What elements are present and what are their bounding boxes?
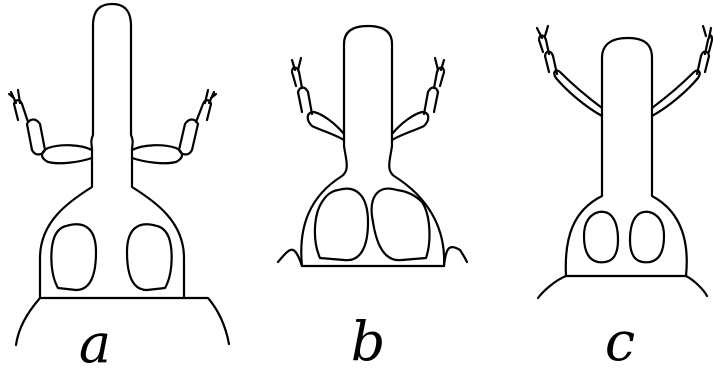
specimen-c-left-eye (584, 212, 618, 263)
specimen-b (278, 26, 467, 266)
specimen-b-left-eye (315, 189, 368, 261)
specimen-c-right-eye (630, 212, 664, 263)
specimen-b-head-and-rostrum-outline (301, 26, 444, 266)
figure-label-c: c (605, 310, 635, 373)
specimen-c-prothorax-outline (538, 276, 707, 298)
specimen-c-left-antenna (537, 26, 602, 116)
specimen-c-right-antenna (652, 26, 712, 116)
specimen-a-left-antenna (9, 90, 92, 163)
specimen-a-right-antenna (132, 90, 216, 163)
specimen-b-left-antenna (292, 58, 344, 140)
specimen-a-left-eye (51, 224, 96, 290)
figure-label-a: a (79, 312, 111, 374)
specimen-b-right-antenna (392, 58, 444, 140)
specimen-c (537, 26, 712, 298)
specimen-a-prothorax-outline (16, 298, 229, 345)
specimen-a-right-eye (127, 224, 172, 290)
specimen-b-prothorax-outline (278, 247, 467, 266)
specimen-a (9, 4, 229, 345)
figure-label-b: b (351, 310, 386, 373)
specimen-a-head-and-rostrum-outline (40, 4, 184, 298)
